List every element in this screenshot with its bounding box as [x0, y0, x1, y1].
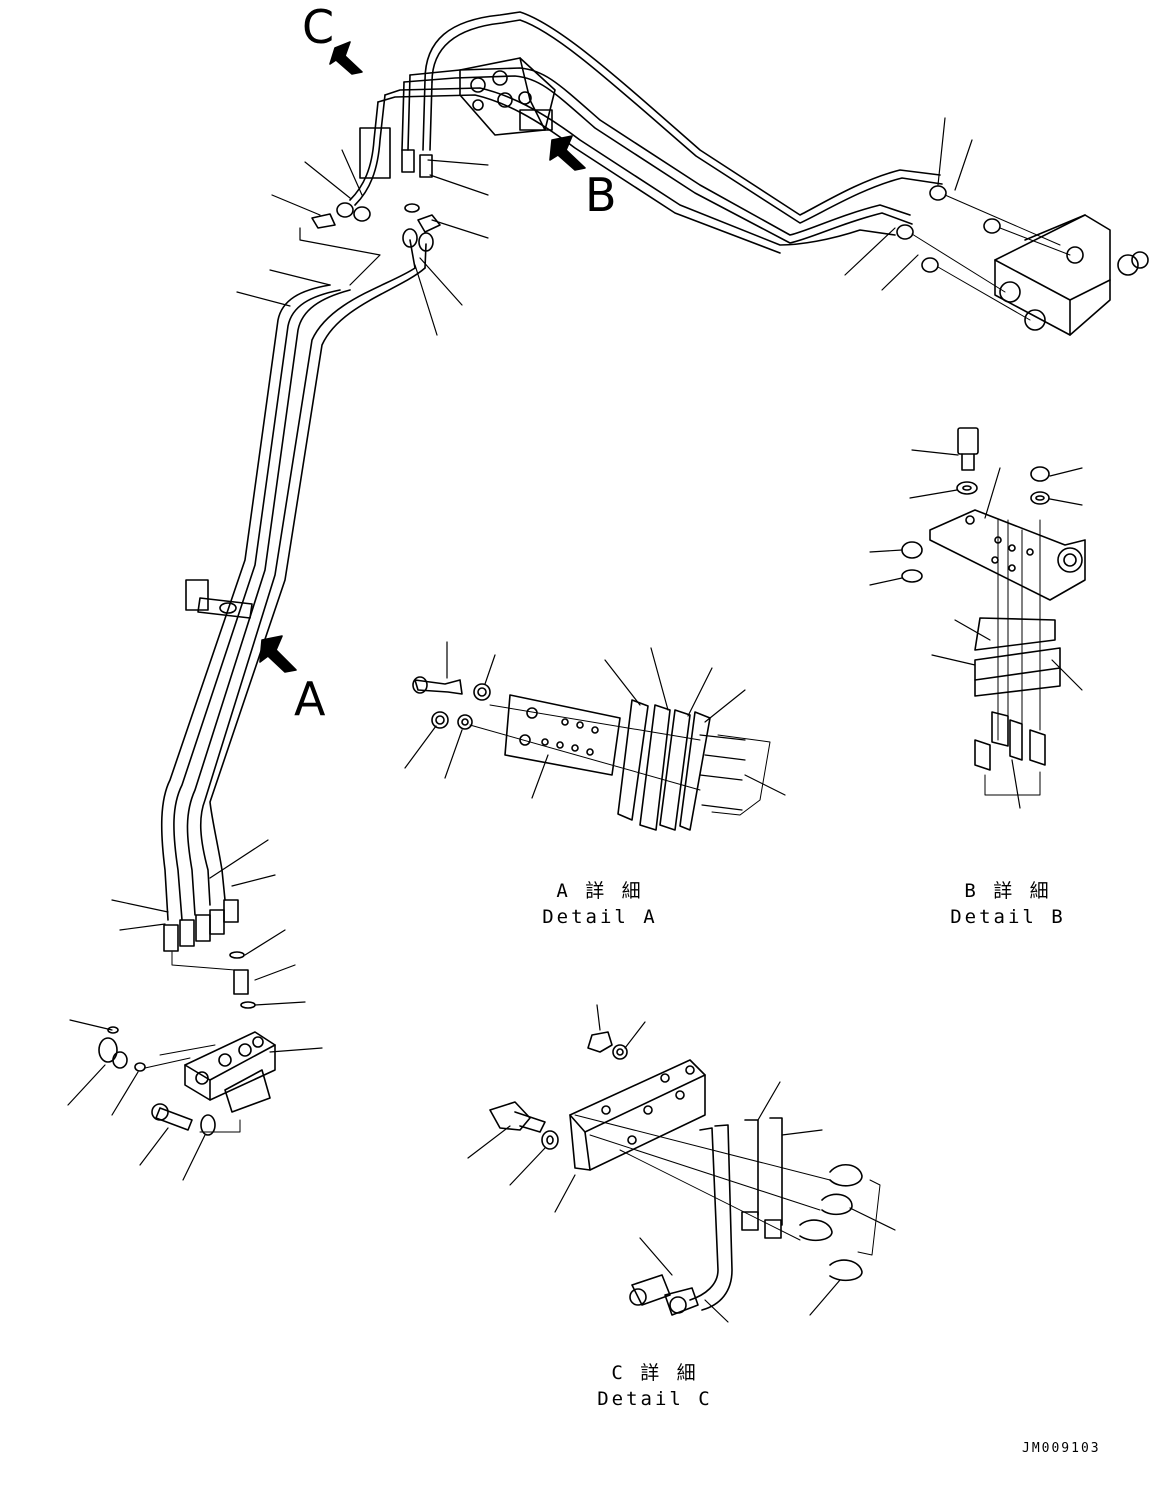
view-label-a: A	[294, 672, 326, 726]
junction-block-b	[459, 57, 556, 136]
detail-c-drawing	[489, 1031, 881, 1316]
boom-pipe-bundle	[160, 239, 427, 921]
leader-lines-detail-c	[467, 1004, 896, 1323]
leader-lines-lower-left	[67, 839, 323, 1181]
drawing-code: JM009103	[1022, 1441, 1101, 1456]
leader-lines-upper	[236, 117, 973, 336]
c-bracket-fittings	[311, 127, 441, 252]
caption-detail-b: B 詳 細 Detail B	[948, 878, 1068, 930]
lower-junction-block	[98, 1026, 276, 1136]
caption-detail-b-jp: B 詳 細	[964, 880, 1052, 902]
control-valve-block	[896, 185, 1149, 336]
caption-detail-c: C 詳 細 Detail C	[595, 1360, 715, 1412]
caption-detail-a-jp: A 詳 細	[556, 880, 644, 902]
caption-detail-b-en: Detail B	[950, 906, 1066, 928]
leader-lines-detail-a	[404, 641, 786, 799]
caption-detail-a-en: Detail A	[542, 906, 658, 928]
caption-detail-c-jp: C 詳 細	[611, 1362, 699, 1384]
view-arrow-c	[329, 41, 363, 75]
view-arrow-b	[549, 135, 586, 171]
caption-detail-c-en: Detail C	[597, 1388, 713, 1410]
view-label-b: B	[585, 168, 617, 222]
boom-lower-fittings	[163, 899, 256, 1009]
upper-pipe-bundle	[349, 11, 943, 254]
leader-lines-detail-b	[869, 449, 1083, 809]
detail-b-drawing	[901, 427, 1086, 796]
view-label-c: C	[302, 0, 335, 54]
caption-detail-a: A 詳 細 Detail A	[540, 878, 660, 930]
detail-a-drawing	[412, 676, 771, 831]
view-arrow-a	[259, 635, 297, 673]
